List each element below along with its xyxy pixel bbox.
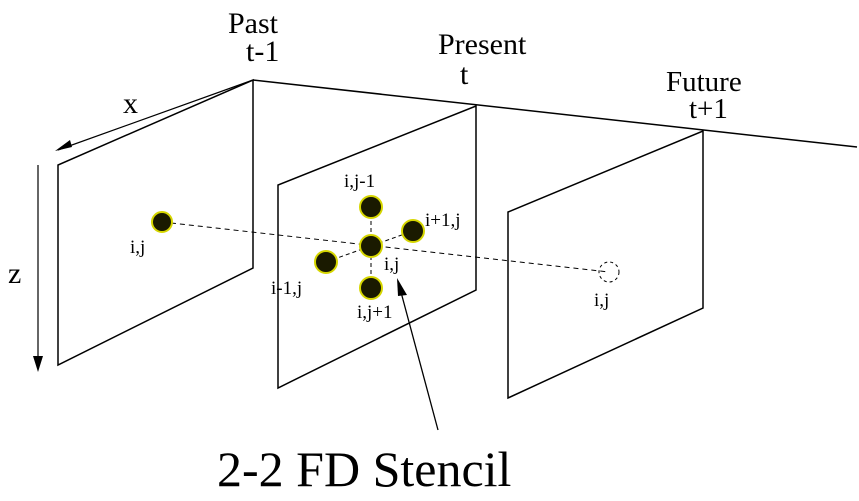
present-label-top: i,j-1 <box>344 171 375 192</box>
caption-arrowhead <box>397 278 407 296</box>
present-node-top <box>359 195 383 219</box>
future-node <box>598 261 620 283</box>
stencil-diagonal-dash <box>325 230 414 263</box>
past-node-label: i,j <box>130 237 145 258</box>
caption: 2-2 FD Stencil <box>217 441 511 496</box>
plane-past <box>57 78 254 367</box>
caption-arrow <box>397 280 439 431</box>
future-time: t+1 <box>689 93 728 125</box>
present-label-center: i,j <box>384 254 399 275</box>
future-node-label: i,j <box>594 290 609 311</box>
present-title: Present <box>438 28 527 61</box>
x-axis-arrow <box>57 79 254 151</box>
present-node-center <box>359 234 383 258</box>
present-node-right <box>401 219 425 243</box>
present-label-left: i-1,j <box>271 278 302 299</box>
plane-future <box>507 129 704 400</box>
past-title: Past <box>228 7 279 40</box>
time-axis-line <box>252 79 858 148</box>
past-node <box>151 211 173 233</box>
present-time: t <box>460 58 469 91</box>
z-axis-label: z <box>8 257 21 290</box>
z-axis-arrowhead <box>33 356 43 372</box>
present-node-bottom <box>359 276 383 300</box>
present-label-right: i+1,j <box>425 210 461 231</box>
x-axis-label: x <box>123 87 138 120</box>
present-label-bottom: i,j+1 <box>357 302 393 323</box>
future-title: Future <box>666 66 742 98</box>
past-time: t-1 <box>246 35 279 68</box>
present-node-left <box>314 250 338 274</box>
time-dashed-line <box>161 221 610 273</box>
x-axis-arrowhead <box>55 140 72 151</box>
plane-present <box>277 104 477 390</box>
